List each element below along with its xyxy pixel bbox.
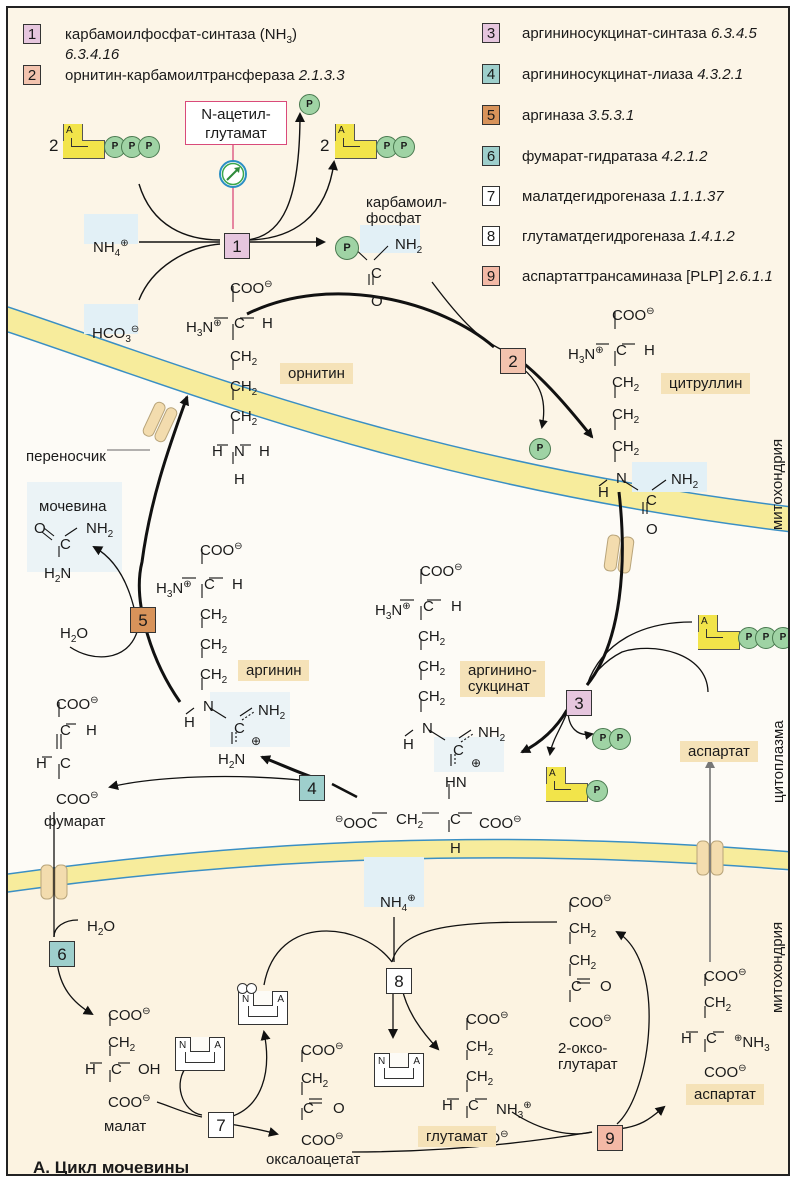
atp-icon: A (63, 124, 105, 159)
legend-swatch-2: 2 (23, 65, 41, 85)
phosphate-icon: P (529, 438, 551, 460)
enzyme-1: 1 (224, 233, 250, 259)
fumarate-structure: COO⊖ (56, 695, 99, 713)
enzyme-2: 2 (500, 348, 526, 374)
legend-swatch-1: 1 (23, 24, 41, 44)
legend-label-7: малатдегидрогеназа 1.1.1.37 (522, 188, 724, 205)
legend-label-1: карбамоилфосфат-синтаза (NH3)6.3.4.16 (65, 26, 298, 63)
enzyme-5: 5 (130, 607, 156, 633)
fumarate-label: фумарат (44, 813, 106, 830)
mitochondria-label-top: митохондрия (769, 438, 786, 530)
ammonium: NH4⊕ (93, 238, 129, 259)
oxaloacetate-structure: COO⊖ (301, 1041, 344, 1059)
atp-count: 2 (49, 136, 59, 155)
atp-icon: A (698, 615, 740, 650)
argininosuccinate-structure: COO⊖ (420, 562, 463, 580)
argininosuccinate-label: аргинино-сукцинат (460, 661, 545, 697)
nadh-reduced-icon: N A (238, 991, 288, 1025)
enzyme-7: 7 (208, 1112, 234, 1138)
activation-icon (219, 160, 247, 188)
ornithine-bonds (214, 286, 254, 464)
ornithine-structure: COO⊖ (230, 279, 273, 297)
figure-caption: А. Цикл мочевины (33, 1158, 190, 1176)
cytoplasm-label: цитоплазма (770, 720, 787, 803)
amp-icon: A (546, 767, 588, 802)
oxaloacetate-label: оксалоацетат (266, 1151, 361, 1168)
ornithine-label: орнитин (280, 363, 353, 384)
aspartate-mitochondria-label: аспартат (686, 1084, 764, 1105)
aspartate-structure: COO⊖ (704, 967, 747, 985)
transporter-ornithine (142, 401, 178, 443)
enzyme-9: 9 (597, 1125, 623, 1151)
transporter-citrulline (603, 534, 635, 574)
urea-structure: O (34, 520, 46, 537)
legend-label-2: орнитин-карбамоилтрансфераза 2.1.3.3 (65, 67, 345, 84)
legend-swatch-7: 7 (482, 186, 500, 206)
adp-count: 2 (320, 136, 330, 155)
regulator-line1: N-ацетил- (201, 106, 271, 123)
enzyme-6: 6 (49, 941, 75, 967)
regulator-line2: глутамат (205, 125, 267, 142)
mitochondria-label-bottom: митохондрия (769, 921, 786, 1013)
diagram-frame: 1 карбамоилфосфат-синтаза (NH3)6.3.4.16 … (6, 6, 790, 1176)
citrulline-label: цитруллин (661, 373, 751, 394)
water-arginase: H2O (60, 625, 89, 645)
nad-icon-bottom: N A (374, 1053, 424, 1087)
glutamate-structure: COO⊖ (466, 1010, 509, 1028)
enzyme-8: 8 (386, 968, 412, 994)
oxoglutarate-label: 2-оксо-глутарат (558, 1040, 618, 1073)
mitochondria-bottom-region (8, 853, 788, 1174)
legend-label-6: фумарат-гидратаза 4.2.1.2 (522, 148, 708, 165)
phosphate-icon: P (299, 94, 320, 115)
enzyme-4: 4 (299, 775, 325, 801)
enzyme-3: 3 (566, 690, 592, 716)
bicarbonate: HCO3⊖ (92, 324, 140, 345)
aspartate-cytoplasm-label: аспартат (680, 741, 758, 762)
arginine-label: аргинин (238, 660, 310, 681)
water-fumarase: H2O (87, 918, 116, 938)
legend-swatch-4: 4 (482, 64, 500, 84)
legend-swatch-8: 8 (482, 226, 500, 246)
arginine-structure: COO⊖ (200, 541, 243, 559)
legend-label-5: аргиназа 3.5.3.1 (522, 107, 635, 124)
transporter-aspartate (696, 840, 724, 876)
adp-icon: A (335, 124, 377, 159)
citrulline-structure: COO⊖ (612, 306, 655, 324)
phosphate-icon: P (138, 136, 160, 158)
nad-oxidized-icon: N A (175, 1037, 225, 1071)
oxoglutarate-structure: COO⊖ (569, 893, 612, 911)
regulator-box: N-ацетил- глутамат (185, 101, 287, 145)
legend-label-8: глутаматдегидрогеназа 1.4.1.2 (522, 228, 735, 245)
carbamoyl-phosphate-label: карбамоил-фосфат (366, 194, 447, 227)
legend-swatch-3: 3 (482, 23, 500, 43)
legend-label-3: аргининосукцинат-синтаза 6.3.4.5 (522, 25, 757, 42)
legend-swatch-5: 5 (482, 105, 500, 125)
phosphate-icon: P (335, 236, 359, 260)
malate-label: малат (104, 1118, 147, 1135)
transporter-label: переносчик (26, 448, 106, 465)
legend-label-9: аспартаттрансаминаза [PLP] 2.6.1.1 (522, 268, 773, 285)
glutamate-label: глутамат (418, 1126, 496, 1147)
malate-structure: COO⊖ (108, 1006, 151, 1024)
urea-cycle-diagram (8, 8, 788, 1174)
carbamoyl-phosphate-structure: NH2 (370, 236, 423, 256)
urea-label: мочевина (39, 498, 107, 515)
phosphate-icon: P (586, 780, 608, 802)
inner-membrane-top (8, 307, 788, 532)
legend-swatch-9: 9 (482, 266, 500, 286)
legend-label-4: аргининосукцинат-лиаза 4.3.2.1 (522, 66, 744, 83)
transporter-fumarate (40, 864, 68, 900)
ammonium-bottom: NH4⊕ (380, 893, 416, 914)
legend-swatch-6: 6 (482, 146, 500, 166)
